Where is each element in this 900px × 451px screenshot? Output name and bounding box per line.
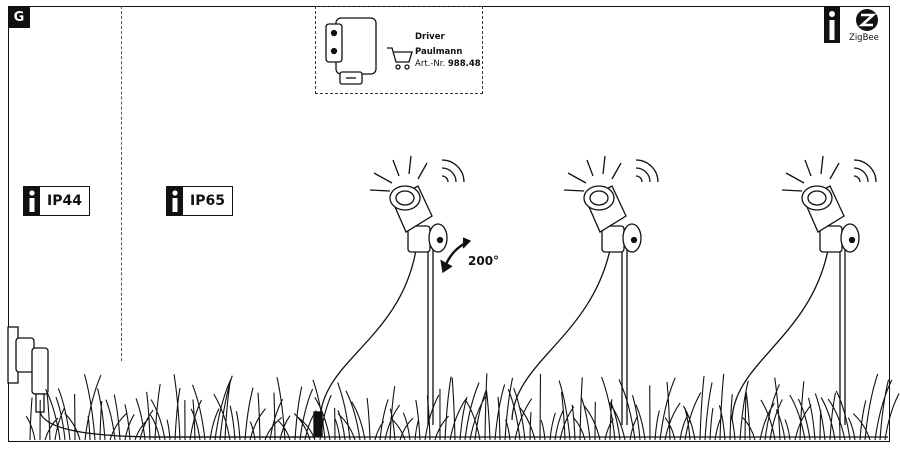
driver-callout-box — [315, 6, 483, 94]
ip44-label: IP44 — [47, 193, 82, 209]
plug-driver-icon — [325, 17, 377, 85]
ip65-label: IP65 — [190, 193, 225, 209]
figure-letter: G — [8, 6, 30, 28]
driver-article-prefix: Art.-Nr. — [415, 59, 446, 69]
wall-driver-icon — [7, 326, 315, 438]
zigbee-logo-icon — [856, 9, 878, 31]
garden-spotlight-icon — [313, 155, 472, 437]
zigbee-badge: ZigBee — [822, 7, 888, 45]
shopping-cart-icon — [387, 47, 413, 70]
driver-info: Driver Paulmann Art.-Nr. 988.48 — [415, 31, 481, 70]
zigbee-label: ZigBee — [849, 33, 879, 43]
grass-illustration — [25, 373, 900, 441]
info-icon — [824, 7, 840, 43]
garden-spotlight-icon — [731, 155, 877, 425]
info-icon — [167, 187, 183, 215]
ip65-badge: IP65 — [166, 186, 233, 216]
driver-article-number: 988.48 — [447, 59, 481, 69]
garden-spotlight-icon — [511, 155, 659, 425]
zone-divider-ip44-ip65 — [121, 6, 122, 361]
rotation-angle-label: 200° — [468, 254, 500, 268]
driver-title: Driver — [415, 32, 445, 42]
info-icon — [24, 187, 40, 215]
ip44-badge: IP44 — [23, 186, 90, 216]
driver-brand: Paulmann — [415, 47, 463, 57]
